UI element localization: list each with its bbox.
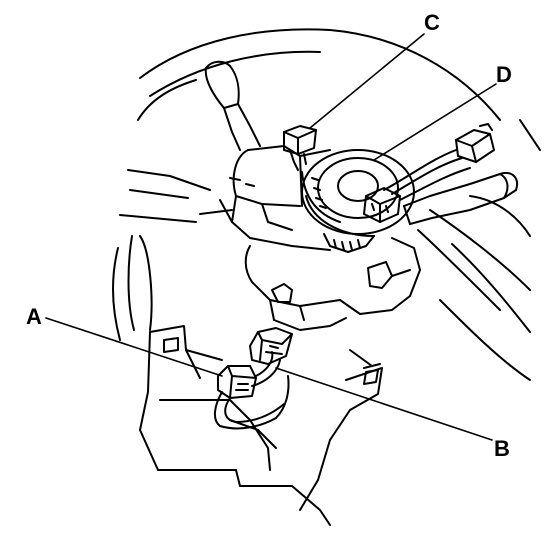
wire-harness-lower [214,351,290,430]
callout-labels: A B C D [26,10,512,461]
wire-harness-right [383,123,495,201]
callout-c: C [424,10,440,35]
switch-housing-lower [244,237,421,331]
connector-c [283,125,317,171]
callout-a: A [26,304,42,329]
connector-a [217,365,257,399]
connector-b [249,327,293,365]
turn-signal-lever [204,60,261,151]
leader-line-d [373,83,497,161]
callout-b: B [494,436,510,461]
wiper-lever [403,172,518,225]
leader-line-b [275,367,493,441]
cable-reel [301,149,415,253]
leader-line-c [309,33,425,129]
callout-d: D [496,62,512,87]
connector-d [363,187,401,223]
leader-lines [45,33,497,441]
combination-switch-body [199,145,331,251]
leader-line-a [45,317,223,377]
